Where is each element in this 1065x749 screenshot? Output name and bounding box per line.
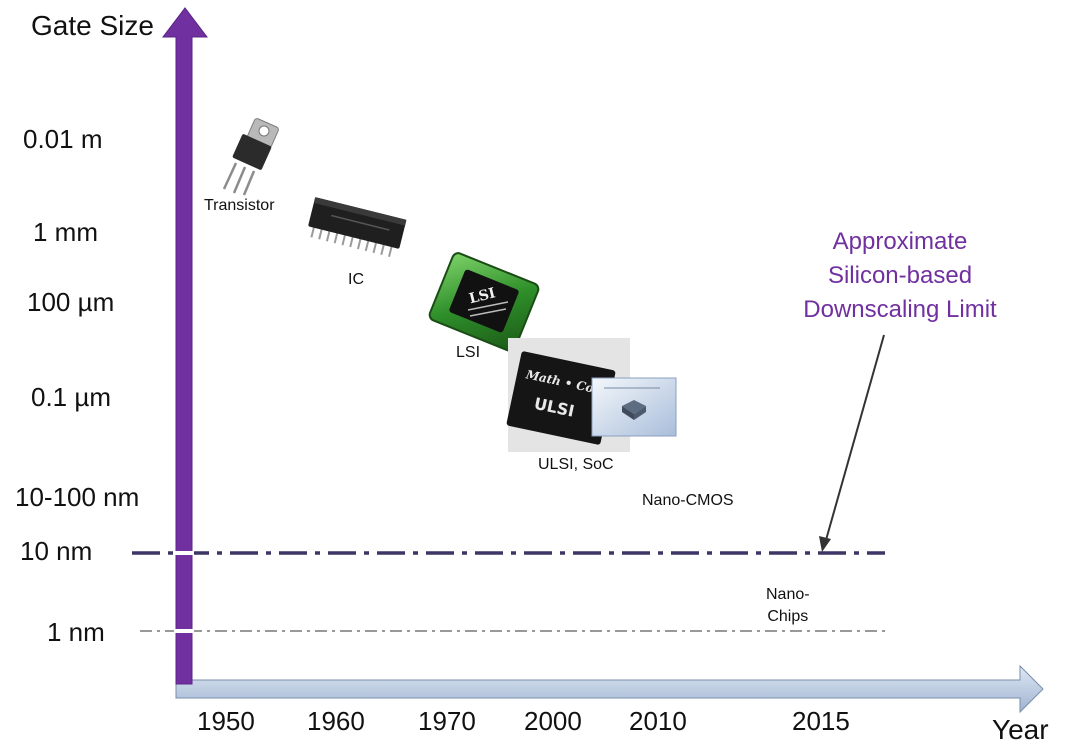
y-tick-label: 0.1 µm — [31, 382, 112, 412]
x-tick-label: 1950 — [197, 706, 255, 736]
era-label-nano-chips-line1: Nano- — [766, 586, 810, 603]
y-tick-label: 1 mm — [33, 217, 98, 247]
y-tick-label: 10-100 nm — [15, 482, 140, 512]
y-axis-break-10nm — [174, 551, 194, 555]
x-tick-label: 2015 — [792, 706, 850, 736]
limit-note-line2: Silicon-based — [827, 262, 973, 289]
device-label-ulsi-soc: ULSI, SoC — [538, 456, 614, 473]
limit-annotation-arrowhead — [819, 536, 831, 552]
x-tick-label: 1960 — [307, 706, 365, 736]
y-tick-label: 0.01 m — [23, 124, 103, 154]
x-axis-title: Year — [992, 714, 1049, 745]
device-label-lsi: LSI — [456, 344, 481, 361]
x-tick-label: 2010 — [629, 706, 687, 736]
limit-note-line1: Approximate — [832, 228, 968, 255]
x-tick-label: 1970 — [418, 706, 476, 736]
ulsi-chip-icon: Math • Co ULSI — [506, 338, 677, 452]
y-axis-arrow — [161, 7, 209, 685]
era-label-nano-cmos: Nano-CMOS — [642, 492, 734, 509]
lsi-chip-marking: LSI — [468, 285, 498, 307]
device-label-transistor: Transistor — [204, 197, 275, 214]
limit-note-line3: Downscaling Limit — [803, 296, 997, 323]
y-axis-break-1nm — [174, 629, 194, 633]
lsi-chip-icon: LSI — [428, 252, 540, 352]
x-axis-arrow — [175, 664, 1044, 714]
x-tick-label: 2000 — [524, 706, 582, 736]
era-label-nano-chips: Nano- Chips — [766, 584, 810, 628]
downscaling-limit-note: Approximate Silicon-based Downscaling Li… — [793, 225, 1007, 327]
limit-annotation-arrow — [825, 334, 885, 541]
era-label-nano-chips-line2: Chips — [767, 608, 809, 625]
y-tick-label: 100 µm — [27, 287, 115, 317]
device-label-ic: IC — [348, 271, 364, 288]
dip-chip-icon — [308, 197, 407, 257]
y-tick-label: 10 nm — [20, 536, 93, 566]
y-tick-label: 1 nm — [47, 617, 105, 647]
transistor-icon — [222, 118, 279, 196]
y-axis-title: Gate Size — [31, 10, 154, 41]
